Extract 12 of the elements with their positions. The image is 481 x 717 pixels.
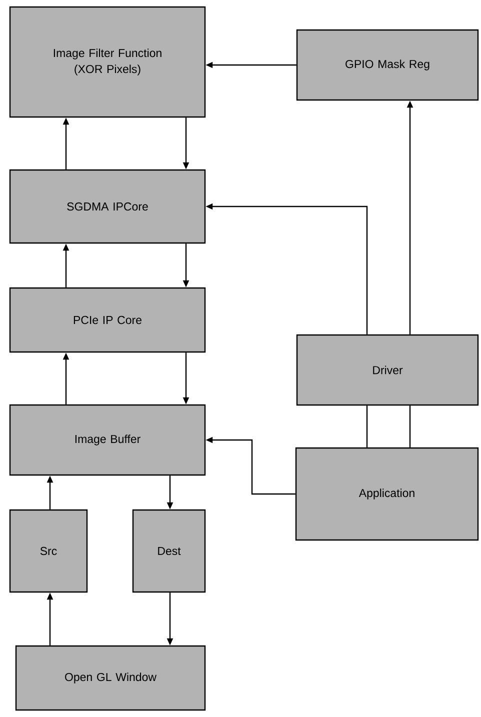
process-box: SGDMA IPCore [9,169,206,244]
process-box: Image Buffer [9,404,206,476]
process-box: Application [295,447,479,541]
process-box: PCIe IP Core [9,287,206,353]
process-box: Open GL Window [15,645,206,711]
process-box: Image Filter Function (XOR Pixels) [9,6,206,118]
connector-line [366,406,368,448]
process-box: Driver [296,334,479,406]
process-box: Dest [132,509,206,593]
process-box: Src [9,509,88,593]
connector-line [409,406,411,448]
process-box: GPIO Mask Reg [296,29,479,101]
